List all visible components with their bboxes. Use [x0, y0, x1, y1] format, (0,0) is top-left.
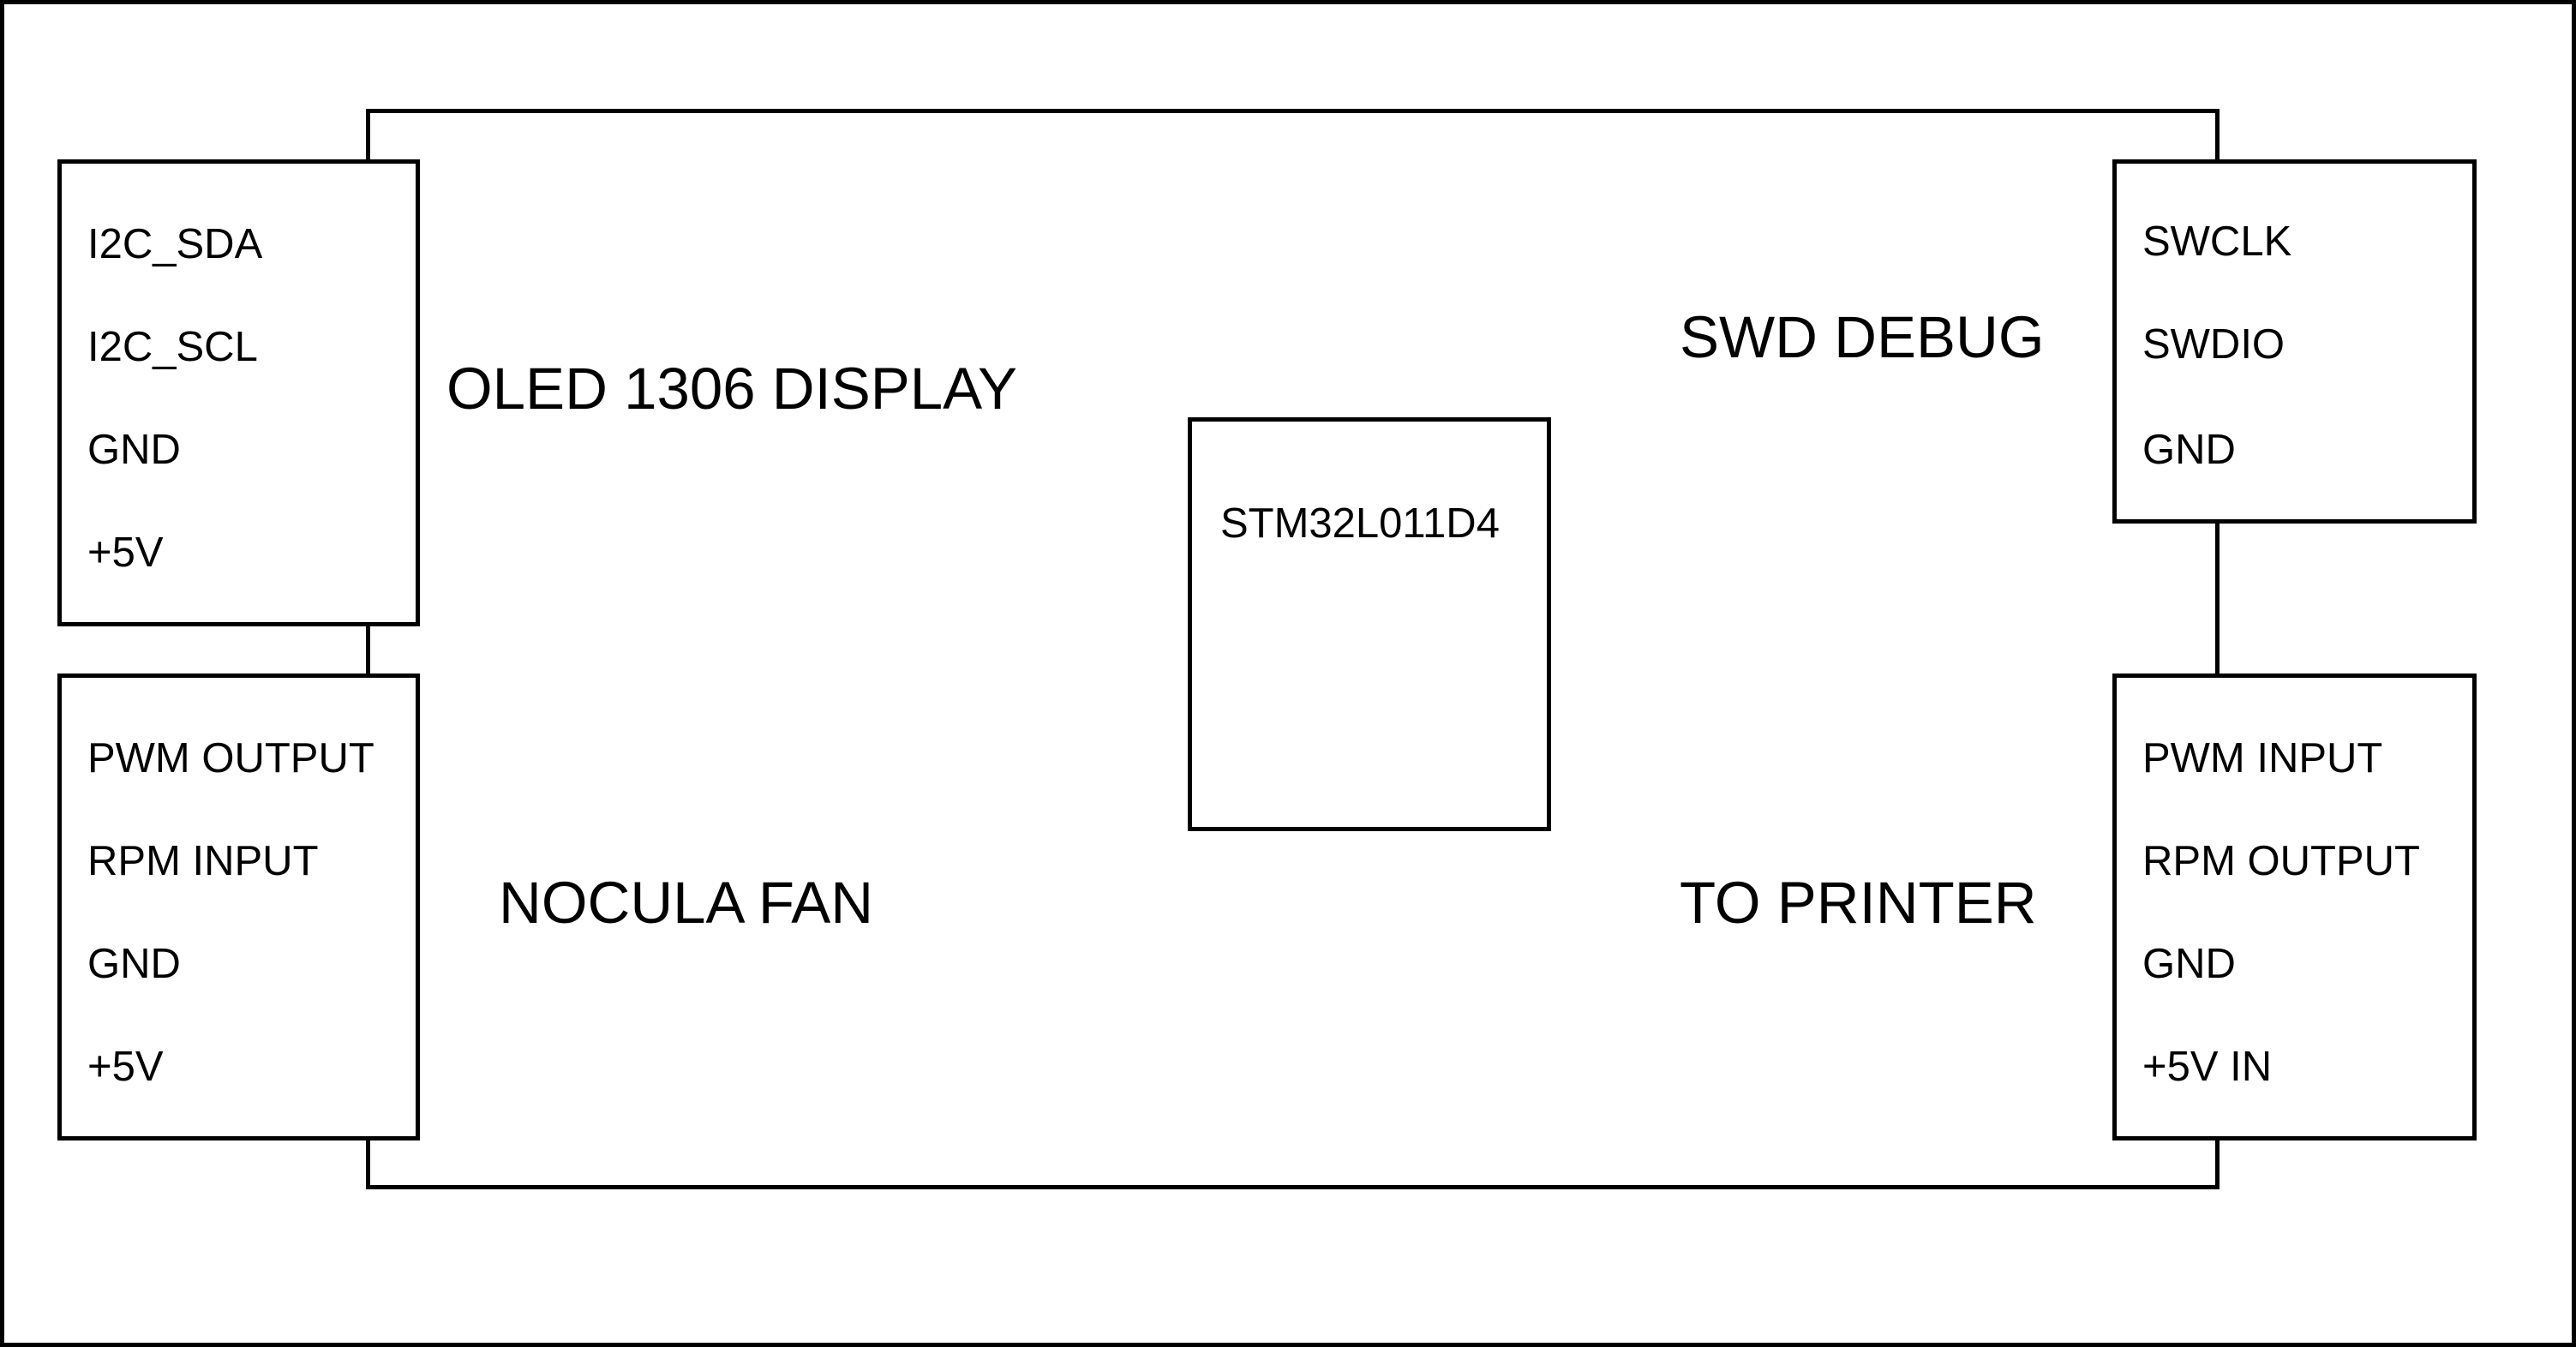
printer-pin-pwm-input: PWM INPUT — [2142, 735, 2383, 781]
printer-pin-rpm-output: RPM OUTPUT — [2142, 838, 2420, 884]
oled-connector: I2C_SDA I2C_SCL GND +5V — [57, 159, 420, 626]
swd-connector: SWCLK SWDIO GND — [2112, 159, 2477, 524]
swd-pin-gnd: GND — [2142, 427, 2236, 473]
fan-pin-rpm-input: RPM INPUT — [87, 838, 319, 884]
oled-pin-gnd: GND — [87, 427, 181, 473]
fan-pin-5v: +5V — [87, 1044, 164, 1090]
oled-display-label: OLED 1306 DISPLAY — [446, 356, 1018, 422]
fan-connector: PWM OUTPUT RPM INPUT GND +5V — [57, 674, 420, 1140]
swd-pin-swclk: SWCLK — [2142, 219, 2292, 265]
swd-pin-swdio: SWDIO — [2142, 321, 2285, 368]
fan-pin-pwm-output: PWM OUTPUT — [87, 735, 374, 781]
oled-pin-5v: +5V — [87, 530, 164, 576]
swd-debug-label: SWD DEBUG — [1680, 304, 2045, 370]
printer-label: TO PRINTER — [1680, 870, 2037, 936]
oled-pin-scl: I2C_SCL — [87, 324, 258, 370]
oled-pin-sda: I2C_SDA — [87, 221, 263, 267]
fan-label: NOCULA FAN — [499, 870, 874, 936]
fan-pin-gnd: GND — [87, 941, 181, 987]
mcu-label: STM32L011D4 — [1220, 500, 1500, 547]
printer-connector: PWM INPUT RPM OUTPUT GND +5V IN — [2112, 674, 2477, 1140]
printer-pin-gnd: GND — [2142, 941, 2236, 987]
printer-pin-5v-in: +5V IN — [2142, 1044, 2273, 1090]
mcu-chip: STM32L011D4 — [1188, 417, 1551, 831]
